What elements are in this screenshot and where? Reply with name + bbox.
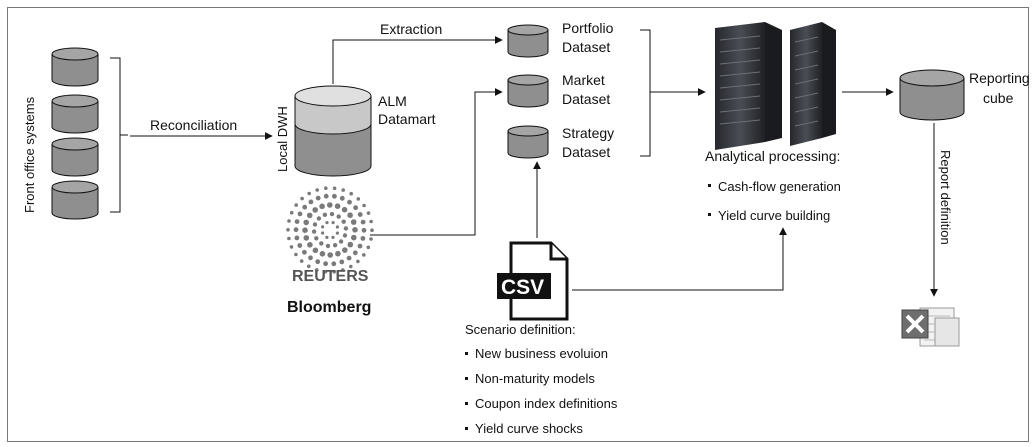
front-office-bracket (110, 57, 121, 213)
alm-label: ALM (378, 93, 407, 109)
bullet-icon (465, 352, 468, 355)
report-definition-label: Report definition (938, 150, 953, 245)
reuters-logo-icon (286, 186, 374, 274)
market-dataset-label: Dataset (562, 91, 610, 107)
bullet-icon (465, 402, 468, 405)
database-icon (51, 137, 99, 177)
analytics-item: Cash-flow generation (718, 179, 841, 194)
strategy-dataset-label: Dataset (562, 144, 610, 160)
bullet-icon (465, 427, 468, 430)
analytics-item: Yield curve building (718, 208, 830, 223)
reporting-cube-database-icon (899, 69, 965, 121)
extraction-arrow (332, 36, 503, 84)
datamart-label: Datamart (378, 111, 436, 127)
scenario-item: New business evoluion (475, 346, 608, 361)
csv-label: CSV (501, 276, 544, 299)
portfolio-label: Portfolio (562, 20, 614, 36)
excel-icon (901, 307, 960, 347)
portfolio-dataset-label: Dataset (562, 39, 610, 55)
database-icon (51, 47, 99, 87)
front-office-databases (51, 47, 99, 220)
database-icon (51, 94, 99, 134)
reporting-label: Reporting (969, 70, 1030, 86)
alm-datamart-database-icon (294, 85, 372, 177)
local-dwh-label: Local DWH (275, 106, 290, 172)
portfolio-database-icon (507, 24, 549, 58)
scenario-item: Yield curve shocks (475, 421, 583, 436)
bloomberg-label: Bloomberg (287, 299, 371, 316)
dataset-bracket (640, 29, 651, 157)
csv-file-icon (497, 241, 569, 321)
bullet-icon (708, 213, 711, 216)
scenario-title: Scenario definition: (465, 322, 576, 337)
database-icon (51, 180, 99, 220)
csv-to-analytics-arrow (572, 227, 787, 291)
reconciliation-label: Reconciliation (150, 117, 237, 133)
analytics-title: Analytical processing: (705, 148, 840, 164)
market-database-icon (507, 74, 549, 108)
reuters-label: REUTERS (292, 268, 369, 285)
bullet-icon (708, 184, 711, 187)
server-icon (715, 22, 836, 150)
strategy-database-icon (507, 125, 549, 159)
market-label: Market (562, 72, 605, 88)
bullet-icon (465, 377, 468, 380)
cube-label: cube (983, 90, 1014, 106)
scenario-list: New business evoluion Non-maturity model… (465, 346, 618, 436)
strategy-label: Strategy (562, 125, 614, 141)
scenario-item: Non-maturity models (475, 371, 595, 386)
scenario-item: Coupon index definitions (475, 396, 618, 411)
market-feed-arrow (370, 88, 503, 236)
extraction-label: Extraction (380, 21, 442, 37)
front-office-label: Front office systems (22, 96, 37, 213)
